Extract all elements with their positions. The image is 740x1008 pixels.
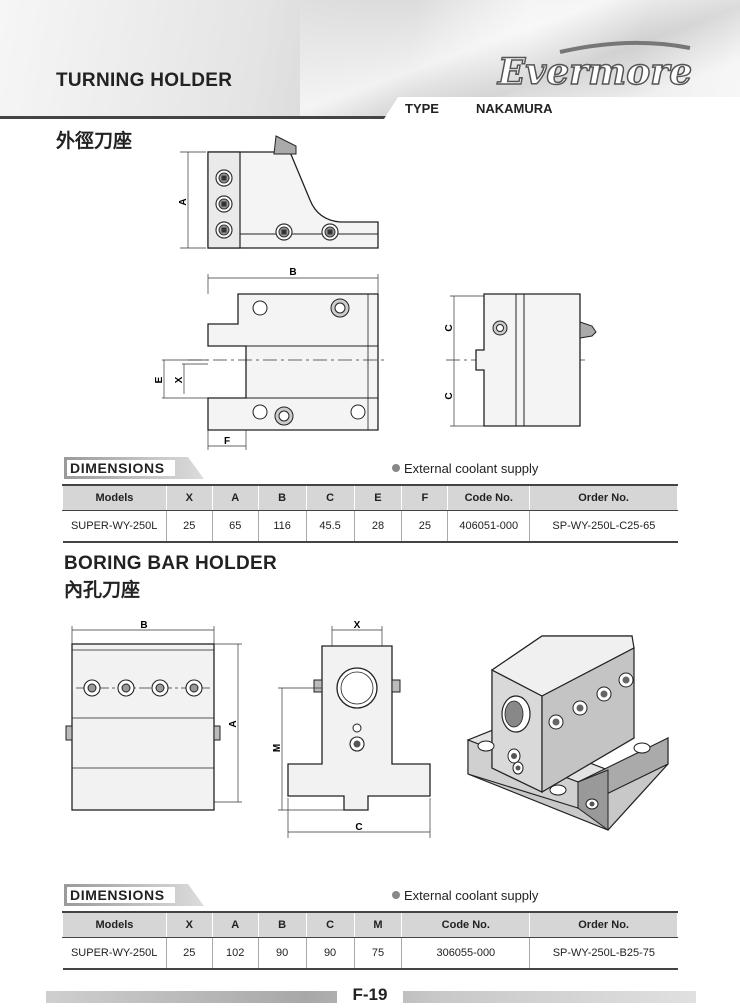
table-header: Code No. bbox=[401, 911, 531, 938]
table-cell: SUPER-WY-250L bbox=[62, 937, 167, 970]
table-cell: 65 bbox=[211, 510, 259, 543]
svg-text:X: X bbox=[174, 376, 185, 383]
type-value: NAKAMURA bbox=[476, 101, 553, 116]
dimensions-tab-2: DIMENSIONS bbox=[64, 884, 204, 906]
bullet-icon bbox=[392, 891, 400, 899]
table-header: A bbox=[211, 484, 259, 511]
table-header: Models bbox=[62, 484, 167, 511]
table-cell: SP-WY-250L-B25-75 bbox=[529, 937, 678, 970]
type-label: TYPE bbox=[405, 101, 439, 116]
table-cell: 28 bbox=[353, 510, 402, 543]
table-header: Code No. bbox=[447, 484, 531, 511]
table-cell: 102 bbox=[211, 937, 259, 970]
table-cell: 90 bbox=[257, 937, 307, 970]
boring-holder-side-view: X M C bbox=[272, 620, 431, 838]
boring-holder-iso-view bbox=[466, 635, 669, 831]
turning-holder-front-view: B E X F bbox=[154, 267, 384, 450]
table-header-row: Models X A B C E F Code No. Order No. bbox=[62, 484, 678, 511]
svg-text:F: F bbox=[224, 436, 230, 447]
table-cell: 45.5 bbox=[305, 510, 354, 543]
page-number: F-19 bbox=[337, 985, 403, 1008]
table-header-row: Models X A B C M Code No. Order No. bbox=[62, 911, 678, 938]
svg-text:Evermore: Evermore bbox=[497, 51, 692, 93]
bullet-icon bbox=[392, 464, 400, 472]
table-header: F bbox=[401, 484, 449, 511]
boring-holder-front-view: B A bbox=[65, 620, 242, 811]
table-header: M bbox=[353, 911, 403, 938]
svg-text:B: B bbox=[289, 267, 296, 278]
turning-holder-top-view: A bbox=[178, 135, 379, 249]
table-header: C bbox=[305, 911, 355, 938]
coolant-note-2: External coolant supply bbox=[392, 888, 538, 903]
svg-text:A: A bbox=[228, 720, 239, 727]
table-header: X bbox=[165, 911, 213, 938]
table-header: Order No. bbox=[529, 911, 678, 938]
table-header: X bbox=[165, 484, 213, 511]
table-cell: 75 bbox=[353, 937, 402, 970]
table-cell: 406051-000 bbox=[447, 510, 530, 543]
header-band bbox=[0, 0, 740, 118]
svg-text:E: E bbox=[154, 376, 165, 383]
table-cell: SP-WY-250L-C25-65 bbox=[529, 510, 678, 543]
type-band bbox=[384, 97, 740, 119]
dimensions-tab-1: DIMENSIONS bbox=[64, 457, 204, 479]
page-title: TURNING HOLDER bbox=[56, 70, 233, 91]
dimensions-table-1: Models X A B C E F Code No. Order No. SU… bbox=[62, 484, 678, 543]
coolant-note-1: External coolant supply bbox=[392, 461, 538, 476]
table-row: SUPER-WY-250L 25 65 116 45.5 28 25 40605… bbox=[62, 510, 678, 543]
section1-cn-title: 外徑刀座 bbox=[56, 130, 133, 152]
svg-text:A: A bbox=[178, 198, 189, 205]
table-cell: 25 bbox=[401, 510, 448, 543]
svg-text:C: C bbox=[444, 324, 455, 331]
table-cell: 25 bbox=[165, 937, 213, 970]
svg-text:X: X bbox=[354, 620, 361, 631]
table-header: A bbox=[211, 911, 259, 938]
table-cell: 116 bbox=[257, 510, 307, 543]
table-cell: 25 bbox=[165, 510, 213, 543]
brand-logo: Evermore bbox=[496, 40, 693, 94]
svg-text:C: C bbox=[444, 392, 455, 399]
table-header: B bbox=[257, 484, 307, 511]
table-header: E bbox=[353, 484, 403, 511]
table-cell: SUPER-WY-250L bbox=[62, 510, 167, 543]
section2-cn-title: 內孔刀座 bbox=[64, 579, 141, 601]
dimensions-table-2: Models X A B C M Code No. Order No. SUPE… bbox=[62, 911, 678, 970]
svg-text:B: B bbox=[140, 620, 147, 631]
section2-title: BORING BAR HOLDER bbox=[64, 553, 278, 574]
table-header: Models bbox=[62, 911, 167, 938]
table-header: C bbox=[305, 484, 355, 511]
svg-text:M: M bbox=[272, 744, 283, 752]
table-cell: 90 bbox=[305, 937, 355, 970]
table-header: B bbox=[257, 911, 307, 938]
table-header: Order No. bbox=[529, 484, 678, 511]
svg-text:C: C bbox=[355, 822, 362, 833]
table-row: SUPER-WY-250L 25 102 90 90 75 306055-000… bbox=[62, 937, 678, 970]
turning-holder-side-view: C C bbox=[444, 293, 597, 427]
heading-rule bbox=[0, 116, 740, 119]
table-cell: 306055-000 bbox=[401, 937, 530, 970]
